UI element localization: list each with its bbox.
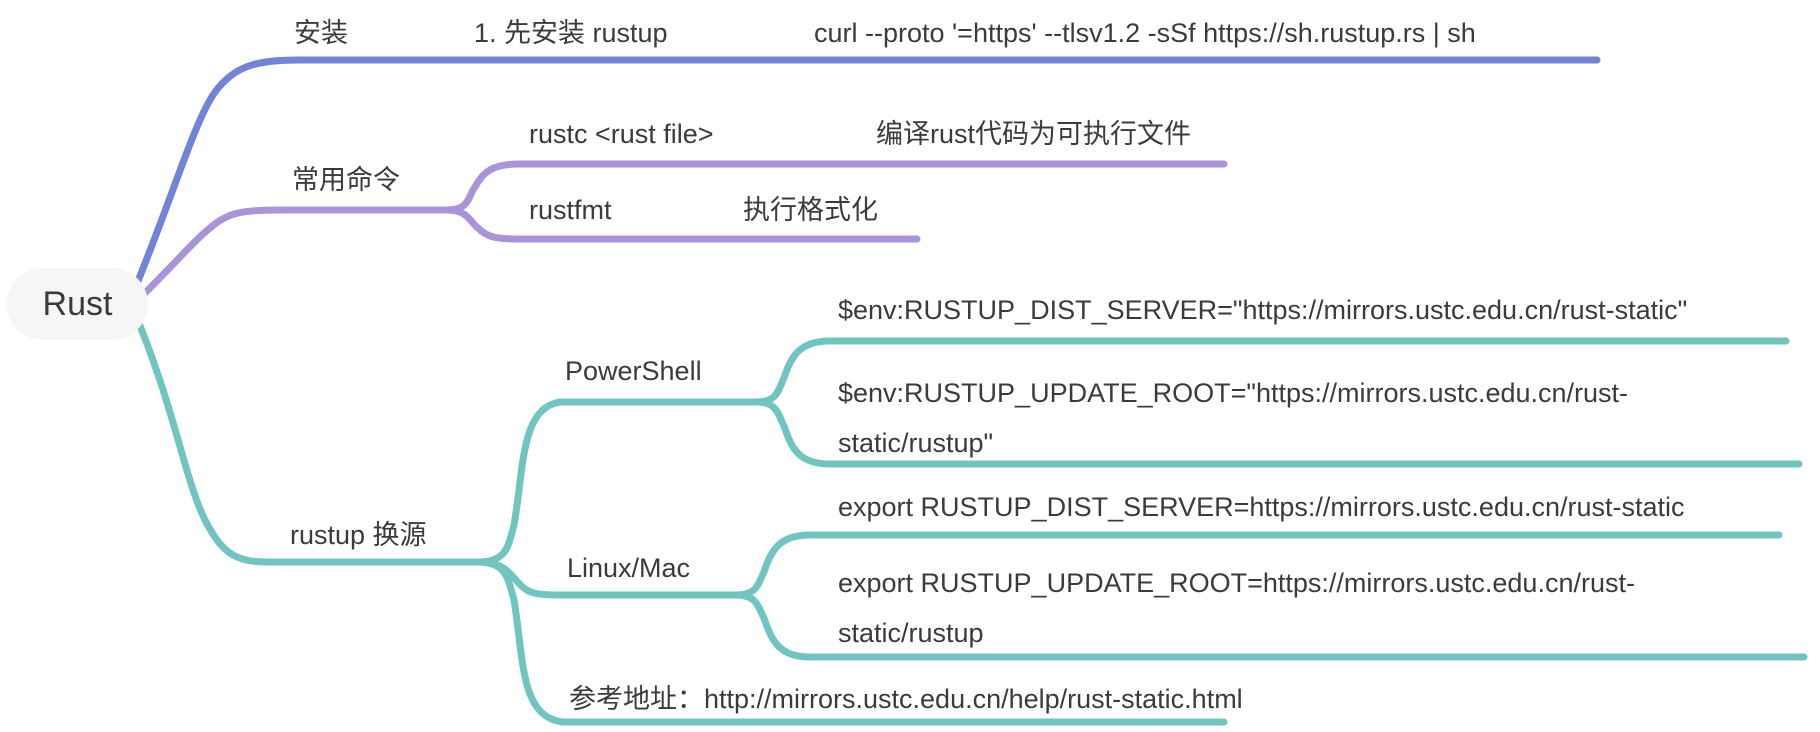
cmd-line: static/rustup" [838,428,994,458]
node-rustc[interactable]: rustc <rust file> [529,119,714,149]
node-lm-dist-server-cmd[interactable]: export RUSTUP_DIST_SERVER=https://mirror… [838,492,1685,522]
branch-line-commands [136,206,451,302]
node-lm-update-root-cmd[interactable]: export RUSTUP_UPDATE_ROOT=https://mirror… [838,558,1635,658]
node-reference-url[interactable]: 参考地址：http://mirrors.ustc.edu.cn/help/rus… [569,684,1243,714]
node-mirror[interactable]: rustup 换源 [290,520,427,550]
node-commands[interactable]: 常用命令 [292,165,400,195]
branch-line-powershell-dist-server [752,337,1790,406]
node-install-curl-cmd[interactable]: curl --proto '=https' --tlsv1.2 -sSf htt… [814,18,1476,48]
node-rustc-desc[interactable]: 编译rust代码为可执行文件 [876,119,1192,149]
node-ps-update-root-cmd[interactable]: $env:RUSTUP_UPDATE_ROOT="https://mirrors… [838,368,1628,468]
branch-line-install [132,56,1601,290]
branch-line-linuxmac-update-root [732,591,1808,661]
branch-line-linuxmac-dist-server [732,531,1783,599]
branch-line-mirror-powershell [478,398,760,566]
node-rustfmt[interactable]: rustfmt [529,195,612,225]
branch-line-commands-rustfmt [443,206,921,243]
branch-line-powershell-update-root [752,398,1803,468]
node-linuxmac[interactable]: Linux/Mac [567,553,691,583]
node-install[interactable]: 安装 [294,18,348,48]
root-node[interactable]: Rust [7,268,148,340]
branch-line-mirror [132,312,486,566]
node-ps-dist-server-cmd[interactable]: $env:RUSTUP_DIST_SERVER="https://mirrors… [838,295,1688,325]
branch-line-commands-rustc [443,160,1228,214]
node-rustfmt-desc[interactable]: 执行格式化 [743,195,878,225]
node-powershell[interactable]: PowerShell [565,356,702,386]
branch-line-mirror-reference [478,558,1228,726]
cmd-line: static/rustup [838,618,984,648]
cmd-line: export RUSTUP_UPDATE_ROOT=https://mirror… [838,568,1635,598]
cmd-line: $env:RUSTUP_UPDATE_ROOT="https://mirrors… [838,378,1629,408]
node-install-step[interactable]: 1. 先安装 rustup [474,18,668,48]
